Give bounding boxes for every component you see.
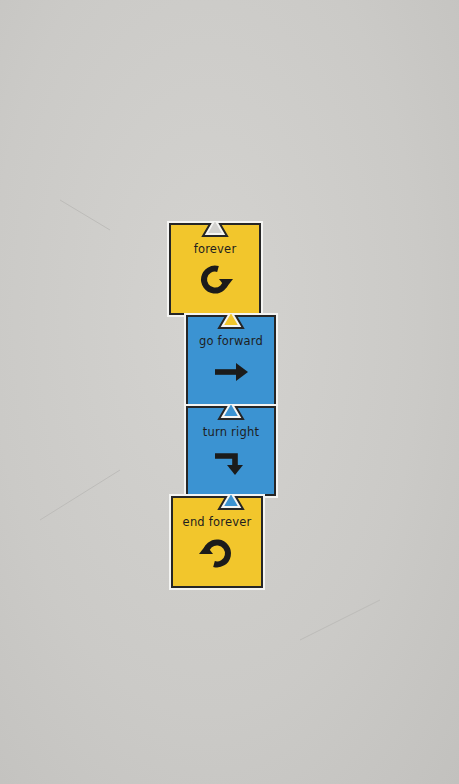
block-icon <box>195 260 235 300</box>
block-icon <box>197 533 237 573</box>
paper-crease <box>40 200 380 640</box>
code-block-card: turn right <box>187 407 275 495</box>
block-icon <box>211 442 251 482</box>
puzzle-outline <box>167 492 267 606</box>
code-block-card: forever <box>170 224 260 314</box>
block-label: forever <box>170 242 260 256</box>
block-label: turn right <box>187 425 275 439</box>
block-icon <box>211 352 251 392</box>
code-block-card: go forward <box>187 316 275 406</box>
block-label: end forever <box>172 515 262 529</box>
code-block-card: end forever <box>172 497 262 587</box>
block-label: go forward <box>187 334 275 348</box>
